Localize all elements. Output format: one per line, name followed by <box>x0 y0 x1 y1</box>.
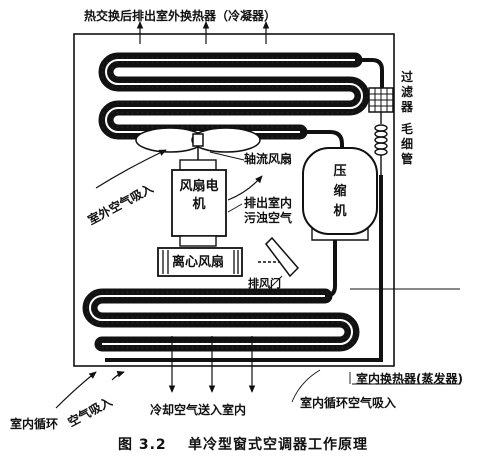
capillary-to-evaporator-pipe <box>105 175 383 362</box>
evaporator-coil <box>82 288 360 352</box>
centrifugal-fan-body <box>157 247 243 277</box>
supply-air-arrows <box>168 336 256 393</box>
fan-motor-label: 风扇电机 <box>179 179 219 212</box>
indoor-circulation-air-in-label: 室内循环空气吸入 <box>300 396 397 410</box>
centrifugal-fan-label: 离心风扇 <box>172 255 225 270</box>
filter-block <box>368 87 394 113</box>
fan-motor-body <box>171 159 227 247</box>
condenser-label: 热交换后排出室外换热器（冷凝器） <box>84 9 277 23</box>
return-air-flow <box>55 371 97 409</box>
axial-fan-label: 轴流风扇 <box>244 152 293 166</box>
figure-title: 单冷型窗式空调器工作原理 <box>188 437 368 453</box>
compressor-body <box>302 147 378 241</box>
refrigerant-pipe-top <box>355 58 384 88</box>
discharge-pipe <box>300 130 344 150</box>
indoor-circulation-label: 室内循环 <box>10 417 59 431</box>
exhaust-indoor-air-label: 排出室内污浊空气 <box>244 196 293 225</box>
axial-fan <box>135 127 261 168</box>
leader-lines <box>209 151 460 403</box>
unit-housing <box>73 33 395 367</box>
capillary-tube <box>374 112 388 175</box>
outdoor-air-flow <box>95 149 167 189</box>
damper-flap <box>258 236 300 278</box>
damper-label: 排风门 <box>248 277 281 290</box>
condenser-coil <box>98 52 370 140</box>
indoor-exchanger-label: 室内换热器(蒸发器) <box>356 372 463 386</box>
filter-label: 过滤器 <box>400 70 413 114</box>
exhaust-air-flow <box>227 175 263 201</box>
return-air-flow-2 <box>111 370 125 381</box>
suction-pipe <box>324 240 337 298</box>
cool-air-out-label: 冷却空气送入室内 <box>150 403 247 417</box>
compressor-label: 压缩机 <box>333 164 347 219</box>
figure-number: 图 3.2 <box>118 437 167 453</box>
exhaust-arrows <box>136 21 270 44</box>
capillary-label: 毛细管 <box>400 122 413 166</box>
